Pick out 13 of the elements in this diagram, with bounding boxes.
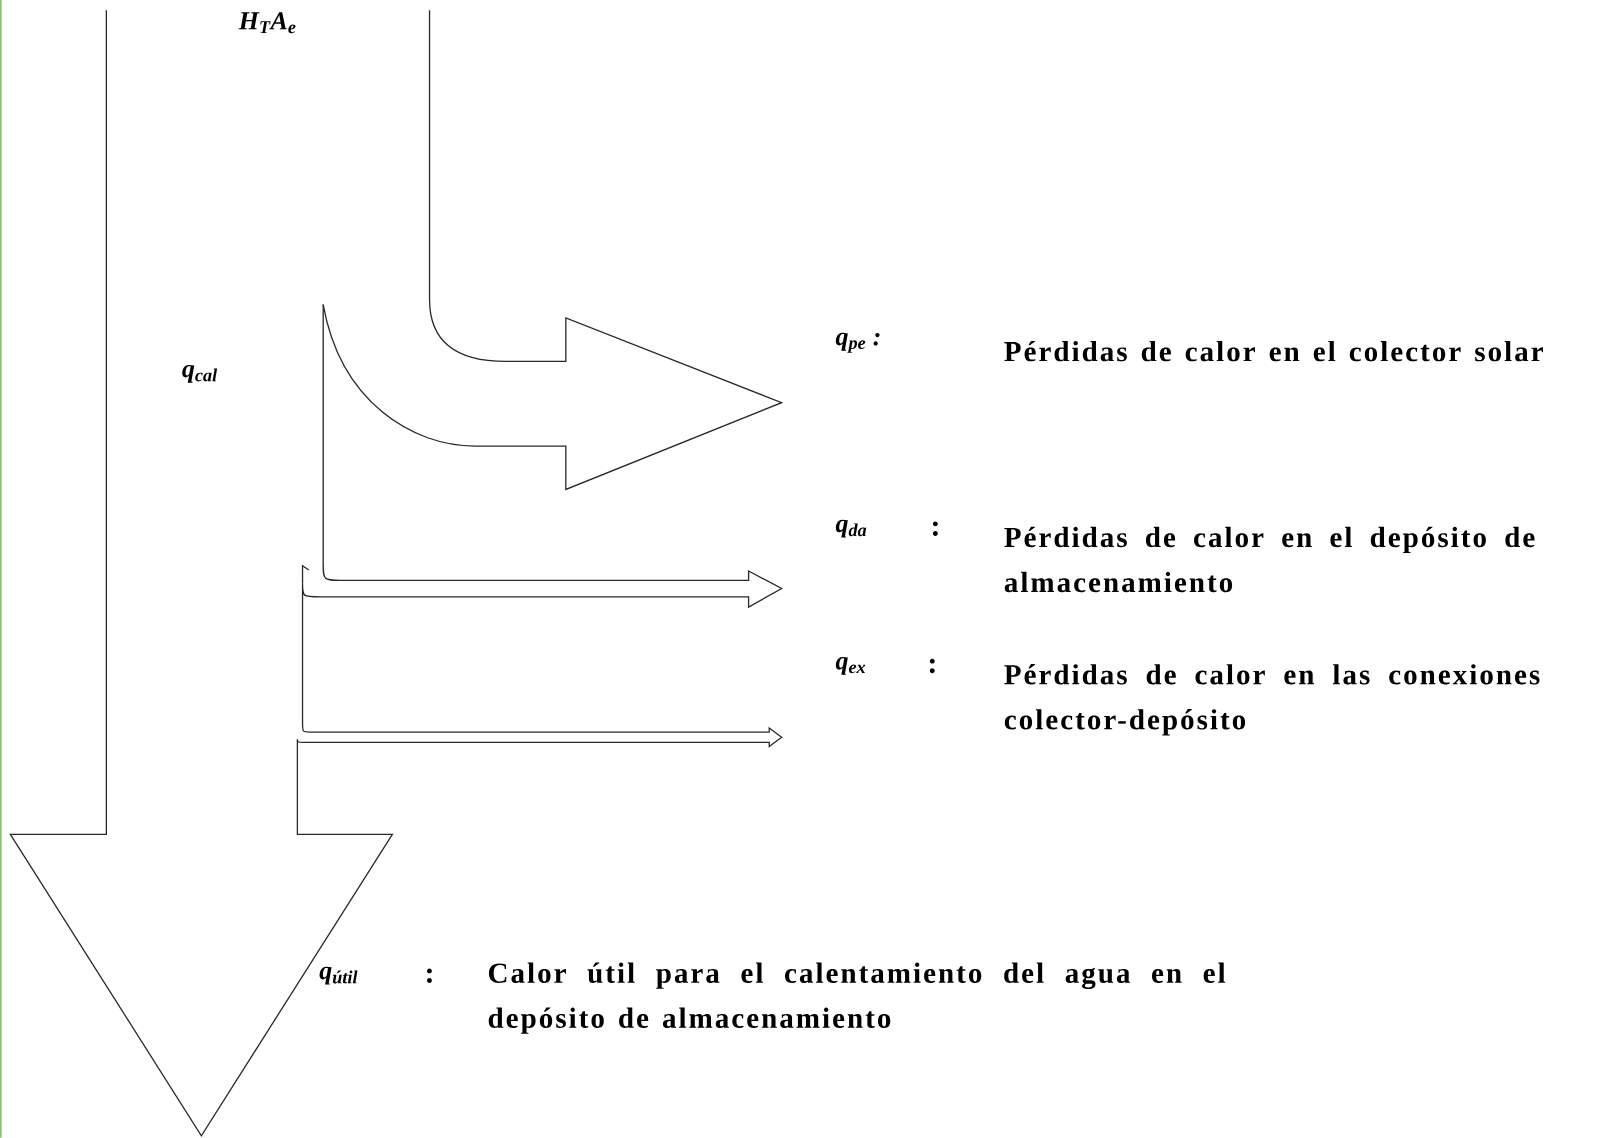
- quantity-symbol: q$_{da}$: [835, 519, 867, 538]
- description-text: Pérdidas de calor en el depósito de almacenamiento: [1004, 526, 1535, 593]
- quantity-symbol: q$_{pe}$ :: [835, 332, 880, 353]
- quantity-symbol: q$_{ex}$: [835, 657, 866, 675]
- description-text: Pérdidas de calor en el colector solar: [1004, 341, 1543, 362]
- colon: :: [929, 658, 935, 674]
- colon: :: [932, 521, 938, 536]
- quantity-symbol: q$_{cal}$: [182, 364, 218, 383]
- quantity-symbol: H$_{T}$A$_{e}$: [238, 12, 296, 34]
- quantity-symbol: q$_{útil}$: [319, 966, 358, 985]
- colon: :: [427, 968, 432, 984]
- description-text: Calor útil para el calentamiento del agua en el depósito de almacenamiento: [488, 962, 1226, 1034]
- description-text: Pérdidas de calor en las conexiones colector-depósito: [1004, 664, 1540, 736]
